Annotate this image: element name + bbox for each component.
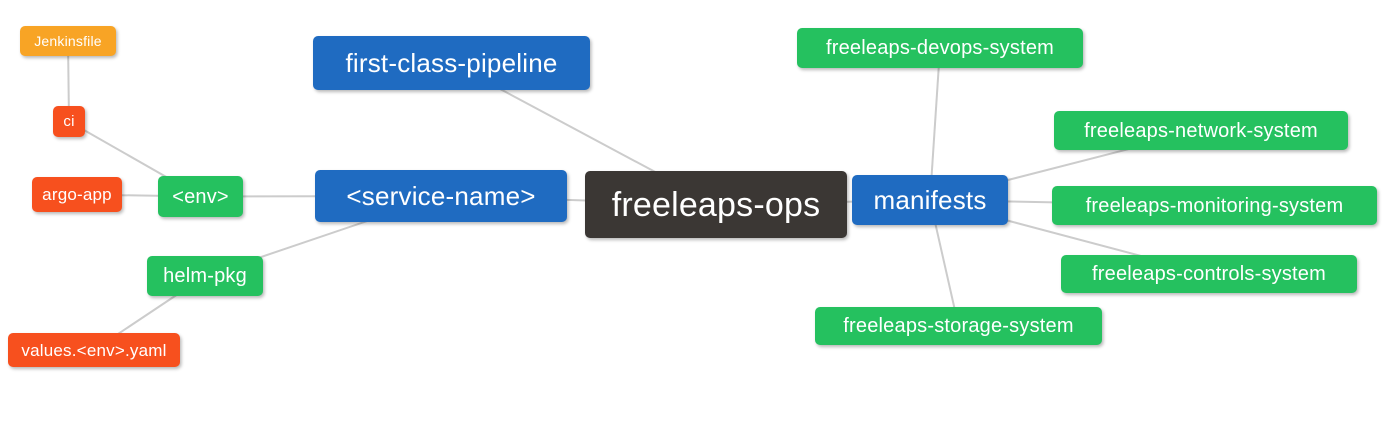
node-freeleaps-storage-system[interactable]: freeleaps-storage-system	[815, 307, 1102, 345]
node-helm-pkg[interactable]: helm-pkg	[147, 256, 263, 296]
node-freeleaps-monitoring-system[interactable]: freeleaps-monitoring-system	[1052, 186, 1377, 225]
node-service-name[interactable]: <service-name>	[315, 170, 567, 222]
node-ci[interactable]: ci	[53, 106, 85, 137]
node-freeleaps-ops[interactable]: freeleaps-ops	[585, 171, 847, 238]
node-argo-app[interactable]: argo-app	[32, 177, 122, 212]
node-env[interactable]: <env>	[158, 176, 243, 217]
node-freeleaps-controls-system[interactable]: freeleaps-controls-system	[1061, 255, 1357, 293]
node-freeleaps-devops-system[interactable]: freeleaps-devops-system	[797, 28, 1083, 68]
node-values-env-yaml[interactable]: values.<env>.yaml	[8, 333, 180, 367]
node-jenkinsfile[interactable]: Jenkinsfile	[20, 26, 116, 56]
node-manifests[interactable]: manifests	[852, 175, 1008, 225]
node-freeleaps-network-system[interactable]: freeleaps-network-system	[1054, 111, 1348, 150]
edge-manifests-to-freeleaps-devops-system	[929, 47, 941, 201]
node-first-class-pipeline[interactable]: first-class-pipeline	[313, 36, 590, 90]
